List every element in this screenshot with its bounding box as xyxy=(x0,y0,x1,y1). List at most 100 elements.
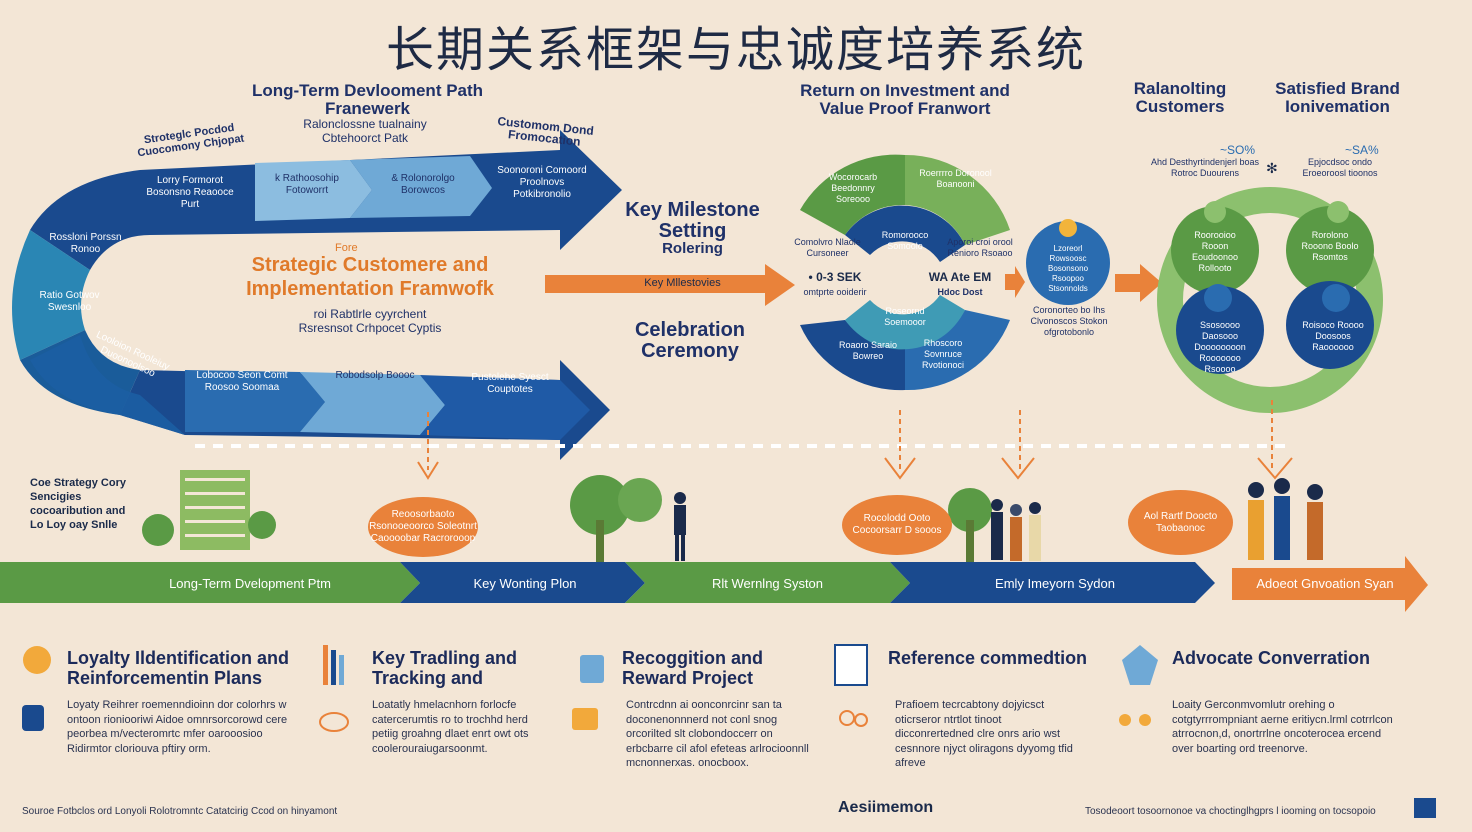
band-seg-1 xyxy=(0,562,420,603)
roi-seg-top-left-text: Wocorocarb Beedonnry Soreooo xyxy=(828,172,878,204)
roi-seg-bot-left-text: Roaoro Saraio Bowreo xyxy=(838,340,898,361)
tree-mid-2 xyxy=(618,478,662,522)
roi-header: Return on Investment and Value Proof Fra… xyxy=(800,81,1010,118)
mini-circle-sub: Coronorteo bo Ihs Clvonoscos Stokon ofgr… xyxy=(1030,305,1108,337)
band-seg-2 xyxy=(400,562,645,603)
rolering-label: Rolering xyxy=(662,240,723,257)
roi-metric-right: WA Ate EM xyxy=(928,270,992,284)
roi-inner-top-text: Romorooco Somoolo xyxy=(881,230,929,251)
roi-left-label: Comolvro Nlaole Cursoneer xyxy=(794,237,861,258)
band-label-4: Emly Imeyorn Sydon xyxy=(995,576,1115,591)
pct-left: ~SO% xyxy=(1220,143,1256,157)
arc-top-segment-2 xyxy=(255,160,372,221)
footer-note: Tosodeoort tosoornonoe va choctinglhgprs… xyxy=(1085,806,1376,817)
arc-left-text-2: Ratio Gotwov Swesnloo xyxy=(39,290,100,313)
roi-seg-top-right-text: Roerrrro Doronool Boanooni xyxy=(919,168,992,189)
roi-to-mini-arrow xyxy=(1005,266,1025,298)
roi-metric-left: • 0-3 SEK xyxy=(808,270,862,284)
roi-seg-bot-right xyxy=(905,310,1010,391)
satisfied-header: Satisfied Brand Ionivemation xyxy=(1275,79,1400,116)
right-cycle-c3-icon xyxy=(1204,284,1232,312)
right-cycle-c2-icon xyxy=(1327,201,1349,223)
mini-to-right-arrow xyxy=(1115,264,1162,302)
long-term-path-sub: Ralonclossne tualnainy Cbtehoorct Patk xyxy=(303,117,427,145)
arc-left-text-1: Rossloni Porssn Ronoo xyxy=(49,232,122,255)
arc-top-text-2: k Rathoosohip Fotoworrt xyxy=(275,173,339,196)
strategy-label: Coe Strategy Cory Sencigies cocoaributio… xyxy=(30,477,126,531)
section-2-title: Key Tradling and Tracking and xyxy=(372,648,518,688)
roi-seg-top-right xyxy=(905,154,1010,245)
tree-left xyxy=(142,514,174,546)
right-cycle-c1-icon xyxy=(1204,201,1226,223)
roi-metric-right-sub: Hdoc Dost xyxy=(937,287,983,297)
arc-top-text-4: Soonoroni Comoord Proolnovs Potkibronoli… xyxy=(497,165,587,200)
arc-bottom-text-4: Pustolehe Syesct Couptotes xyxy=(471,372,549,395)
roi-seg-bot-left xyxy=(800,320,905,391)
drop-arrow-4 xyxy=(1257,457,1293,480)
arc-bottom-seg-2 xyxy=(185,370,325,432)
footer-logo: Aesiimemon xyxy=(838,799,934,816)
mini-circle-text: Lzoreorl Rowsoosc Bosonsono Rsoopoo Stso… xyxy=(1047,244,1089,293)
advocate-icon-shape xyxy=(1122,645,1158,685)
celebration-heading: Celebration Ceremony xyxy=(634,319,746,362)
right-cycle-c4 xyxy=(1286,281,1374,369)
mini-circle xyxy=(1026,221,1110,305)
footer-corner-icon xyxy=(1414,798,1436,818)
section-5-body: Loaity Gerconmvomlutr orehing o cotgtyrr… xyxy=(1172,699,1393,755)
arc-left-band xyxy=(12,230,90,360)
timeline-bubble-3: Aol Rartf Doocto Taobaonoc xyxy=(1128,490,1233,555)
tree-right xyxy=(948,488,992,532)
arc-bottom-seg-4 xyxy=(420,375,590,440)
roi-inner-bottom-text: Roseornd Soemooor xyxy=(884,306,926,327)
key-milestone-arrow xyxy=(545,264,795,306)
arc-top-segment-3 xyxy=(350,156,492,218)
right-cycle-c1-text: Roorooioo Rooon Eoudoonoo Rollooto xyxy=(1191,230,1239,273)
band-seg-3 xyxy=(625,562,910,603)
roi-seg-bot-right-text: Rhoscoro Sovnruce Rvotionoci xyxy=(921,338,965,370)
long-term-path-header: Long-Term Devlooment Path Franewerk xyxy=(251,81,484,118)
band-label-3: Rlt Wernlng Syston xyxy=(711,576,824,591)
key-milestone-heading: Key Milestone Setting xyxy=(625,199,760,242)
tree-left-2 xyxy=(248,511,276,539)
people-icon: ✻ xyxy=(1266,160,1278,176)
right-cycle-c3-text: Ssosoooo Daosooo Doooooooon Rooooooo Rso… xyxy=(1194,320,1246,374)
section-5-title: Advocate Converration xyxy=(1172,648,1371,668)
roi-right-label: Aporoi croi orool Renioro Rsoaoo xyxy=(947,237,1013,258)
center-sub-2: Rsresnsot Crhpocet Cyptis xyxy=(298,321,442,335)
tree-mid xyxy=(570,475,630,535)
center-sub-1: roi Rabtlrle cyyrchent xyxy=(313,307,427,321)
arc-top-text-3: & Rolonorolgo Borowcos xyxy=(391,173,455,196)
loyalty-icon-shape xyxy=(23,646,51,674)
right-cycle-c1 xyxy=(1171,206,1259,294)
roi-seg-top-left xyxy=(800,154,905,235)
section-3-body: Contrcdnn ai oonconrcinr san ta doconeno… xyxy=(626,699,809,769)
band-label-2: Key Wonting Plon xyxy=(473,576,577,591)
section-2-body: Loatatly hmelacnhorn forlocfe catercerum… xyxy=(372,699,529,755)
band-label-1: Long-Term Dvelopment Ptm xyxy=(169,576,331,591)
roi-inner-top xyxy=(845,205,965,262)
band-seg-5 xyxy=(1232,556,1428,612)
drop-arrow-2 xyxy=(884,457,916,480)
right-cycle-c4-icon xyxy=(1322,284,1350,312)
footer-source: Souroe Fotbclos ord Lonyoli Rolotromntc … xyxy=(22,806,338,817)
right-cycle-ring xyxy=(1157,187,1383,413)
section-4-title: Reference commedtion xyxy=(888,648,1088,668)
right-cycle-c3 xyxy=(1176,286,1264,374)
band-label-5: Adoeot Gnvoation Syan xyxy=(1256,576,1394,591)
arc-bottom-text-3: Robodsolp Boooc xyxy=(335,370,415,381)
person-pointing xyxy=(674,492,686,561)
section-3-title: Recoggition and Reward Project xyxy=(622,648,763,688)
right-top-left-text: Ahd Desthyrtindenjerl boas Rotroc Duoure… xyxy=(1150,157,1260,178)
right-cycle-c2-text: Rorolono Rooono Boolo Rsomtos xyxy=(1301,230,1359,262)
milestone-arrow-label: Key Mllestovies xyxy=(644,277,721,289)
arc-bottom-seg-1 xyxy=(30,335,185,435)
section-4-body: Prafioem tecrcabtony dojyicsct oticrsero… xyxy=(895,699,1073,769)
right-cycle-c2 xyxy=(1286,206,1374,294)
band-seg-4 xyxy=(890,562,1215,603)
drop-arrow-1 xyxy=(417,461,439,480)
arc-bottom-text-2: Lobocoo Seon Comt Roosoo Soomaa xyxy=(196,370,288,393)
person-couple xyxy=(1248,478,1323,560)
timeline-bubble-1: Reoosorbaoto Rsonooeoorco Soleotnrt Caoo… xyxy=(368,497,478,557)
section-1-body: Loyaty Reihrer roemenndioinn dor colorhr… xyxy=(67,699,288,755)
